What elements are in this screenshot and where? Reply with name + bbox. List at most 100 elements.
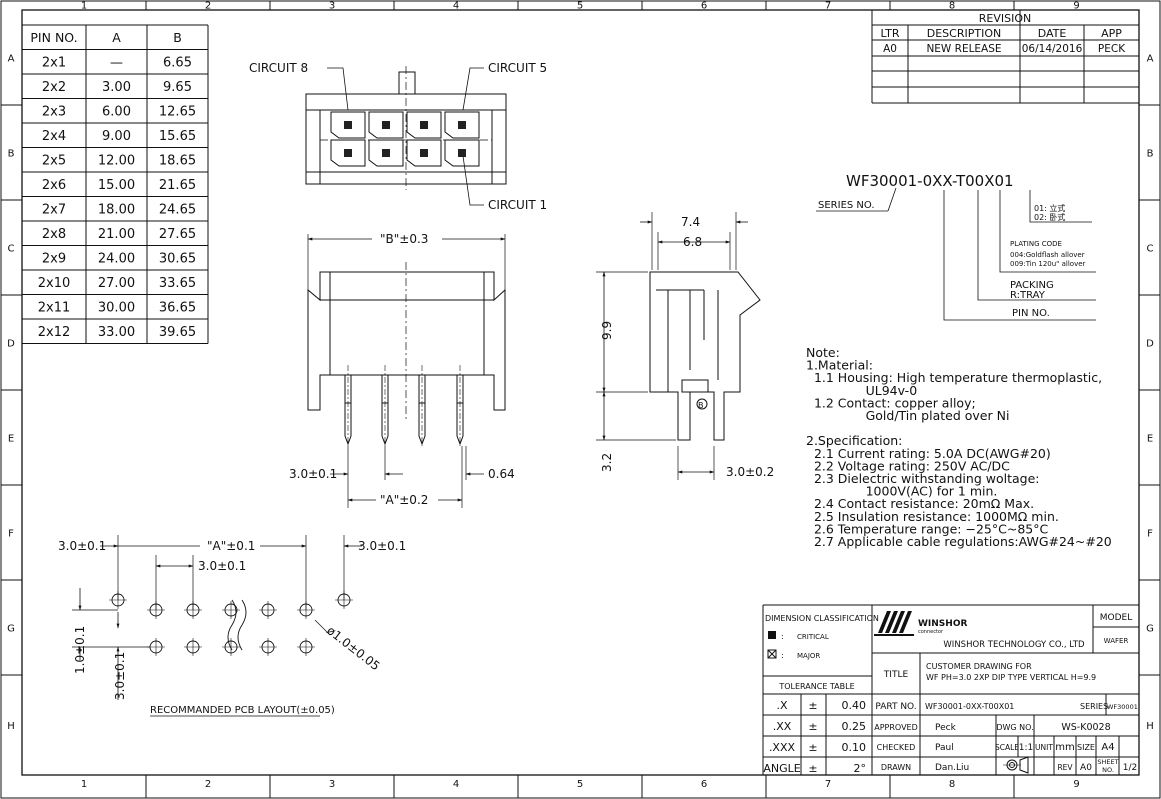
pcb-layout-labels: 3.0±0.1 "A"±0.1 3.0±0.1 3.0±0.1 ø1.0±0.0…: [58, 538, 406, 716]
unit-label: UNIT: [1035, 743, 1053, 752]
brand-name: WINSHOR: [918, 619, 967, 629]
packing-value: R:TRAY: [1010, 290, 1046, 301]
tolerance-sign: ±: [808, 741, 817, 754]
critical-symbol: [768, 631, 776, 639]
pcb-pitch-right-label: 3.0±0.1: [358, 539, 406, 553]
plating-code-2: 009:Tin 120u" allover: [1010, 260, 1086, 268]
top-view-labels: CIRCUIT 8 CIRCUIT 5 CIRCUIT 1: [249, 61, 547, 212]
pcb-pitch-left-label: 3.0±0.1: [58, 539, 106, 553]
title-block-text: :: [781, 632, 784, 641]
dim-b-label: "B"±0.3: [380, 232, 428, 246]
sheet-value: 1/2: [1123, 763, 1137, 773]
revision-cell: A0: [883, 43, 897, 55]
pin-table-cell: 36.65: [159, 300, 196, 315]
zone-row-label-left: E: [8, 434, 14, 445]
tolerance-sign: ±: [808, 720, 817, 733]
zone-col-label-top: 3: [329, 1, 335, 12]
b-marker: B: [698, 401, 704, 410]
revision-header: LTR: [881, 27, 900, 40]
sheet-label: SHEET: [1097, 758, 1118, 766]
dim-side-pitch-label: 3.0±0.2: [726, 465, 774, 479]
scale-value: 1:1: [1019, 743, 1033, 753]
model-value: WAFER: [1104, 637, 1129, 645]
series-value: WF30001: [1107, 703, 1138, 711]
pin-table-cell: 30.00: [98, 300, 135, 315]
zone-col-label-bottom: 6: [701, 779, 707, 790]
revision-header: DATE: [1038, 27, 1067, 40]
sheet-label-2: NO.: [1102, 766, 1114, 774]
title-line-2: WF PH=3.0 2XP DIP TYPE VERTICAL H=9.9: [926, 673, 1096, 682]
dim-32-label: 3.2: [600, 453, 614, 472]
part-code: WF30001-0XX-T00X01: [846, 172, 1014, 190]
zone-col-label-bottom: 9: [1073, 779, 1079, 790]
pin-table-cell: 21.65: [159, 178, 196, 193]
zone-row-label-left: G: [7, 624, 15, 635]
zone-col-label-bottom: 7: [825, 779, 831, 790]
zone-row-label-left: C: [8, 244, 15, 255]
note-line: 2.1 Current rating: 5.0A DC(AWG#20): [806, 446, 1051, 461]
pin-table-cell: 9.00: [102, 129, 131, 144]
zone-col-label-bottom: 1: [81, 779, 87, 790]
zone-row-label-right: D: [1146, 339, 1154, 350]
circuit-5-label: CIRCUIT 5: [488, 61, 547, 75]
drawn-value: Dan.Liu: [935, 763, 969, 773]
pin-table-cell: 6.65: [163, 55, 192, 70]
part-no-label: PART NO.: [875, 702, 916, 712]
pin-table-cell: 2x12: [38, 325, 71, 340]
note-line: 1.2 Contact: copper alloy;: [806, 395, 976, 410]
pin-table-cell: 2x5: [42, 153, 66, 168]
pcb-v1-label: 1.0±0.1: [73, 626, 87, 674]
pcb-layout: [72, 535, 362, 717]
note-line: 2.2 Voltage rating: 250V AC/DC: [806, 458, 1010, 473]
pin-table-cell: —: [110, 55, 123, 70]
note-line: 1.Material:: [806, 358, 873, 373]
note-line: 2.3 Dielectric withstanding woltage:: [806, 471, 1039, 486]
major-symbol: [767, 649, 777, 659]
drawn-label: DRAWN: [881, 763, 911, 772]
zone-row-label-right: H: [1146, 721, 1154, 732]
rev-label: REV: [1057, 763, 1073, 772]
note-line: UL94v-0: [806, 383, 917, 398]
packing-label: PACKING: [1010, 280, 1054, 291]
tolerance-sign: ±: [808, 762, 817, 775]
zone-row-label-right: G: [1146, 624, 1154, 635]
dim-class-label: DIMENSION CLASSIFICATION: [765, 614, 879, 623]
title-block: DIMENSION CLASSIFICATION: CRITICAL: MAJO…: [762, 604, 1139, 775]
pin-table-header: PIN NO.: [30, 30, 77, 45]
zone-row-label-left: B: [8, 149, 15, 160]
front-view-labels: "B"±0.3 3.0±0.1 0.64 "A"±0.2: [289, 231, 515, 507]
critical-label: CRITICAL: [797, 633, 829, 641]
pin-table-cell: 2x4: [42, 129, 66, 144]
pin-table-cell: 6.00: [102, 104, 131, 119]
front-view: [307, 234, 506, 508]
pin-table-cell: 18.65: [159, 153, 196, 168]
zone-col-label-top: 4: [453, 1, 459, 12]
pin-table-cell: 2x7: [42, 202, 66, 217]
title-label: TITLE: [883, 670, 909, 680]
plating-code-title: PLATING CODE: [1010, 240, 1062, 248]
note-line: Gold/Tin plated over Ni: [806, 408, 1009, 423]
pin-table-cell: 2x11: [38, 300, 71, 315]
zone-col-label-top: 6: [701, 1, 707, 12]
pin-table-cell: 2x6: [42, 178, 66, 193]
revision-header: APP: [1101, 27, 1122, 40]
zone-row-label-left: A: [8, 54, 15, 65]
title-line-1: CUSTOMER DRAWING FOR: [926, 662, 1032, 671]
note-line: 2.5 Insulation resistance: 1000MΩ min.: [806, 509, 1059, 524]
note-line: 2.6 Temperature range: −25°C~85°C: [806, 521, 1048, 536]
size-label: SIZE: [1077, 743, 1095, 752]
zone-row-label-left: D: [7, 339, 15, 350]
pin-table-cell: 2x10: [38, 276, 71, 291]
pin-table-cell: 15.65: [159, 129, 196, 144]
company-name: WINSHOR TECHNOLOGY CO., LTD: [943, 640, 1085, 650]
tolerance-type: .XX: [773, 720, 792, 733]
pin-table-cell: 30.65: [159, 251, 196, 266]
zone-col-label-bottom: 5: [577, 779, 583, 790]
part-no-value: WF30001-0XX-T00X01: [925, 702, 1014, 711]
zone-row-label-right: C: [1147, 244, 1154, 255]
note-line: 2.7 Applicable cable regulations:AWG#24~…: [806, 534, 1112, 549]
pin-table-cell: 2x2: [42, 80, 66, 95]
brand-sub: connector: [918, 629, 944, 635]
pin-table-cell: 9.65: [163, 80, 192, 95]
